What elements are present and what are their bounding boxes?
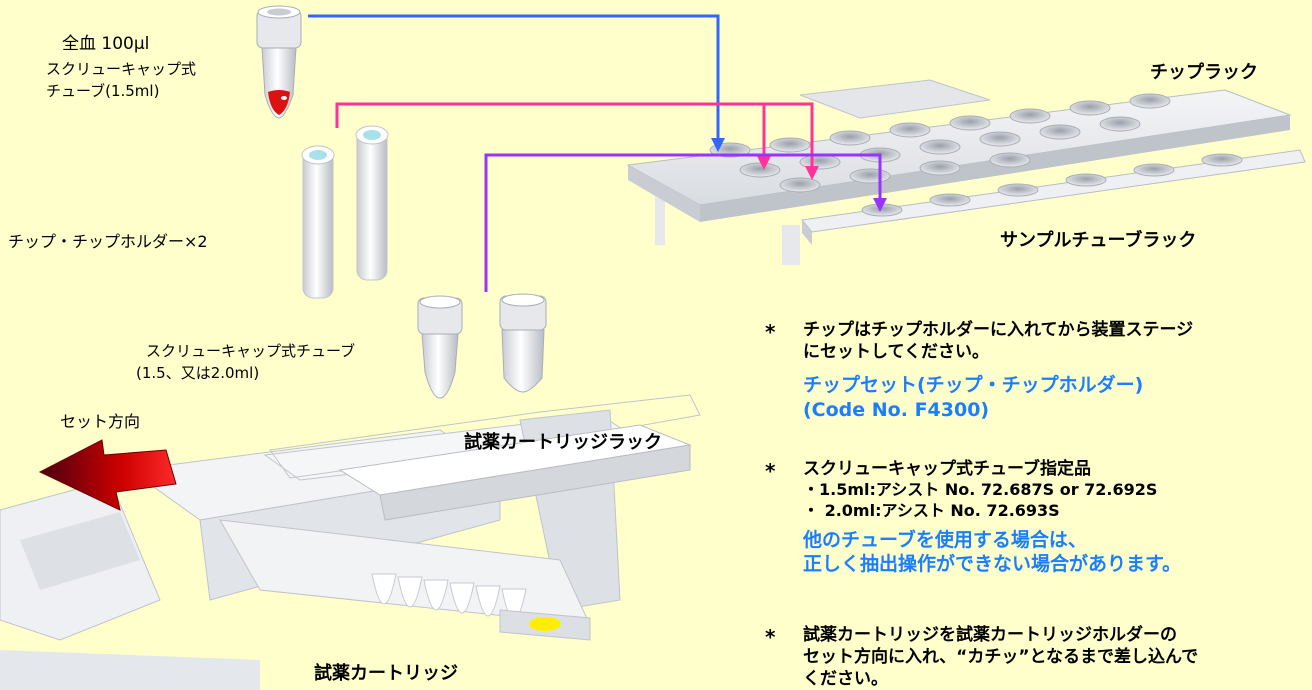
sample-tube-line2: (1.5、又は2.0ml) <box>136 364 260 382</box>
note-1-line1: チップはチップホルダーに入れてから装置ステージ <box>803 320 1194 340</box>
note-2-line1: スクリューキャップ式チューブ指定品 <box>803 459 1091 479</box>
sample-line2: スクリューキャップ式 <box>46 60 197 78</box>
note-2-highlight1: 他のチューブを使用する場合は、 <box>803 528 1087 551</box>
sample-tube-line1: スクリューキャップ式チューブ <box>146 342 356 360</box>
tips-label: チップ・チップホルダー×2 <box>8 232 208 251</box>
sample-title: 全血 100μl <box>62 34 150 54</box>
reagent-cartridge-label: 試薬カートリッジ <box>314 663 458 684</box>
note-2-highlight2: 正しく抽出操作ができない場合があります。 <box>803 553 1182 576</box>
note-2-star: * <box>765 459 776 483</box>
reagent-cartridge-rack-label: 試薬カートリッジラック <box>464 432 662 453</box>
note-1-star: * <box>765 320 776 344</box>
sample-line3: チューブ(1.5ml) <box>46 82 160 100</box>
tip-rack-illustration <box>626 79 1306 265</box>
note-1-highlight1: チップセット(チップ・チップホルダー) <box>803 374 1144 397</box>
note-3-line3: ください。 <box>803 669 888 690</box>
sample-tube-illustration <box>256 5 302 119</box>
note-2-line2: ・1.5ml:アシスト No. 72.687S or 72.692S <box>803 480 1158 500</box>
note-1-highlight2: (Code No. F4300) <box>803 398 990 421</box>
tip-rack-label: チップラック <box>1150 62 1258 83</box>
set-direction-label: セット方向 <box>60 412 141 431</box>
reagent-cartridge-rack-illustration <box>0 394 701 690</box>
note-3-line1: 試薬カートリッジを試薬カートリッジホルダーの <box>803 625 1177 645</box>
tip-holders-illustration <box>301 125 389 299</box>
note-3-line2: セット方向に入れ、“カチッ”となるまで差し込んで <box>803 647 1199 668</box>
note-2-line3: ・ 2.0ml:アシスト No. 72.693S <box>803 500 1060 520</box>
note-1-line2: にセットしてください。 <box>803 342 989 363</box>
connector-lines <box>308 14 887 292</box>
set-direction-arrow <box>38 439 177 511</box>
sample-tube-rack-label: サンプルチューブラック <box>1000 230 1197 251</box>
note-3-star: * <box>765 625 776 649</box>
screw-cap-tubes-illustration <box>417 293 547 399</box>
